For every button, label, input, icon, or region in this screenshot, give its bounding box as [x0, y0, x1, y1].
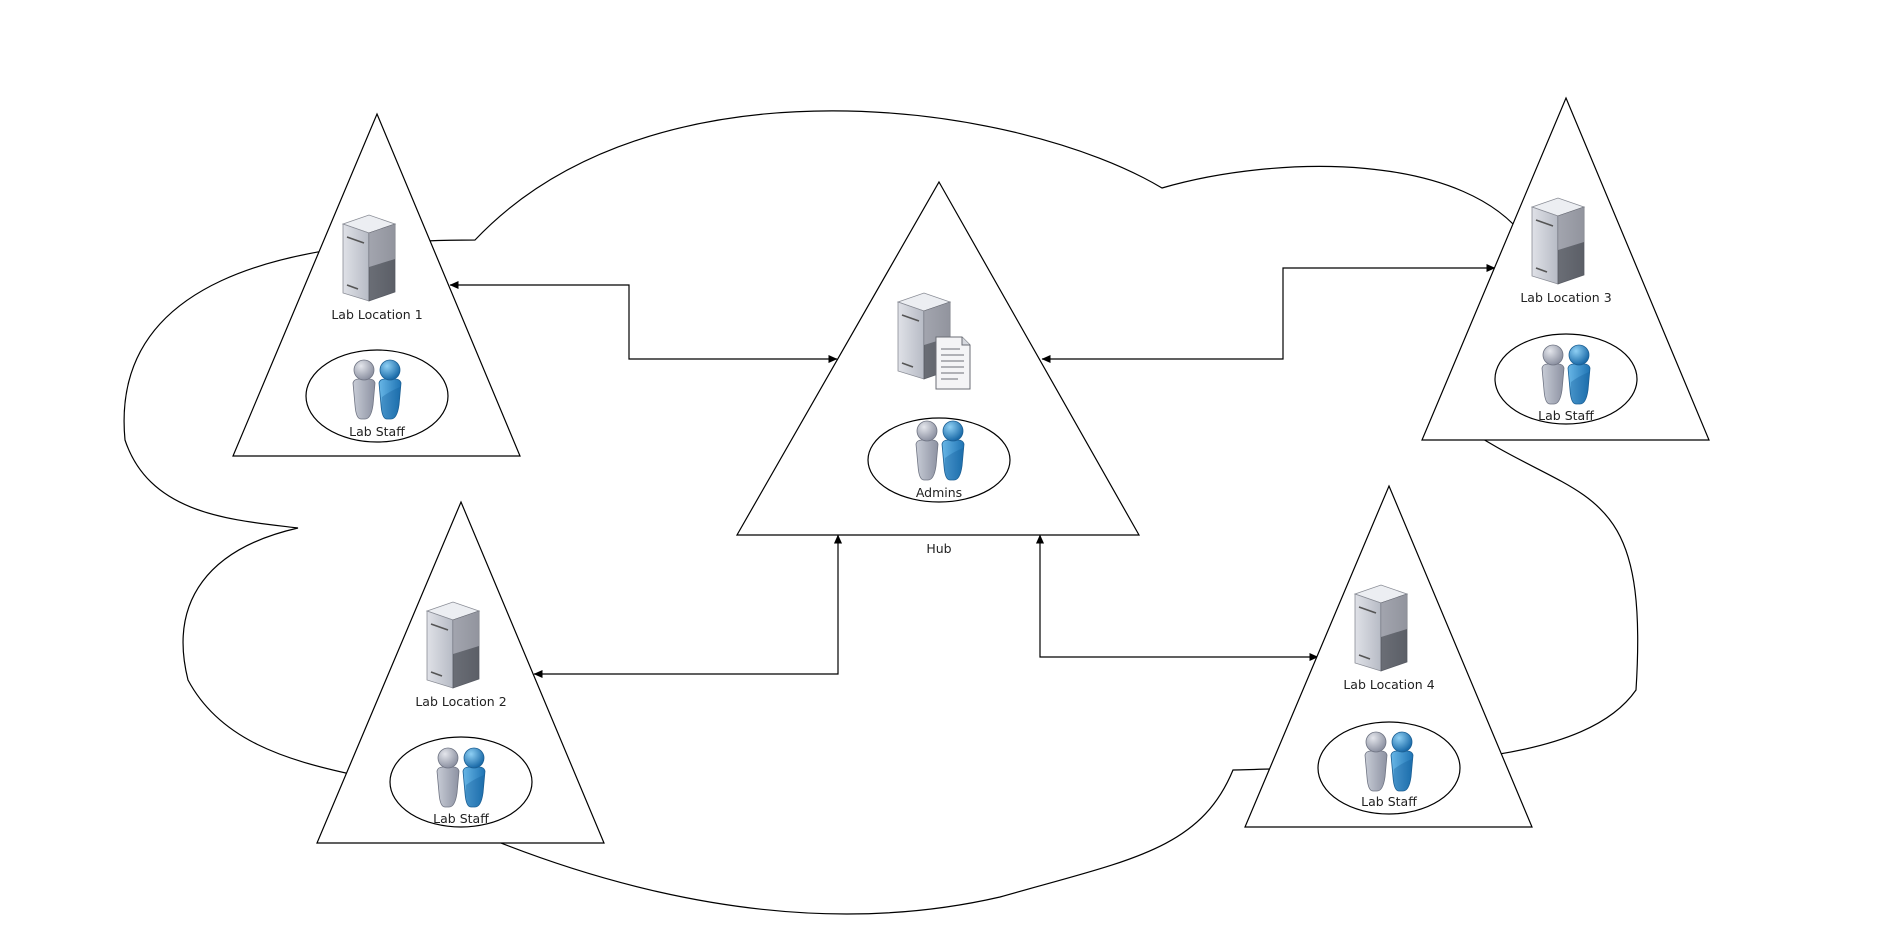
connector-location3-hub[interactable] [1041, 263, 1496, 364]
lab-staff-label: Lab Staff [349, 424, 405, 439]
hub-node[interactable]: Admins Hub [735, 180, 1141, 556]
lab-location-1-node[interactable]: Lab Location 1 Lab Staff [232, 112, 521, 457]
lab-staff-group [389, 736, 533, 828]
hub-label: Hub [926, 541, 951, 556]
lab-location-3-label: Lab Location 3 [1520, 290, 1611, 305]
lab-location-4-node[interactable]: Lab Location 4 Lab Staff [1244, 484, 1533, 828]
lab-location-1-label: Lab Location 1 [331, 307, 422, 322]
lab-staff-group [1494, 333, 1638, 425]
lab-staff-label: Lab Staff [433, 811, 489, 826]
server-icon [426, 601, 480, 689]
lab-location-4-label: Lab Location 4 [1343, 677, 1434, 692]
lab-staff-group [1317, 721, 1461, 815]
lab-staff-group [305, 349, 449, 443]
server-icon [1354, 584, 1408, 672]
server-icon [342, 214, 396, 302]
lab-location-2-node[interactable]: Lab Location 2 Lab Staff [316, 500, 605, 844]
lab-location-3-node[interactable]: Lab Location 3 Lab Staff [1421, 96, 1710, 441]
lab-location-2-label: Lab Location 2 [415, 694, 506, 709]
admins-label: Admins [916, 485, 962, 500]
lab-staff-label: Lab Staff [1361, 794, 1417, 809]
server-icon [1531, 197, 1585, 285]
connector-location4-hub[interactable] [1035, 534, 1319, 662]
connector-location2-hub[interactable] [533, 534, 843, 679]
lab-staff-label: Lab Staff [1538, 408, 1594, 423]
admins-group [867, 417, 1011, 503]
connector-location1-hub[interactable] [449, 280, 838, 364]
